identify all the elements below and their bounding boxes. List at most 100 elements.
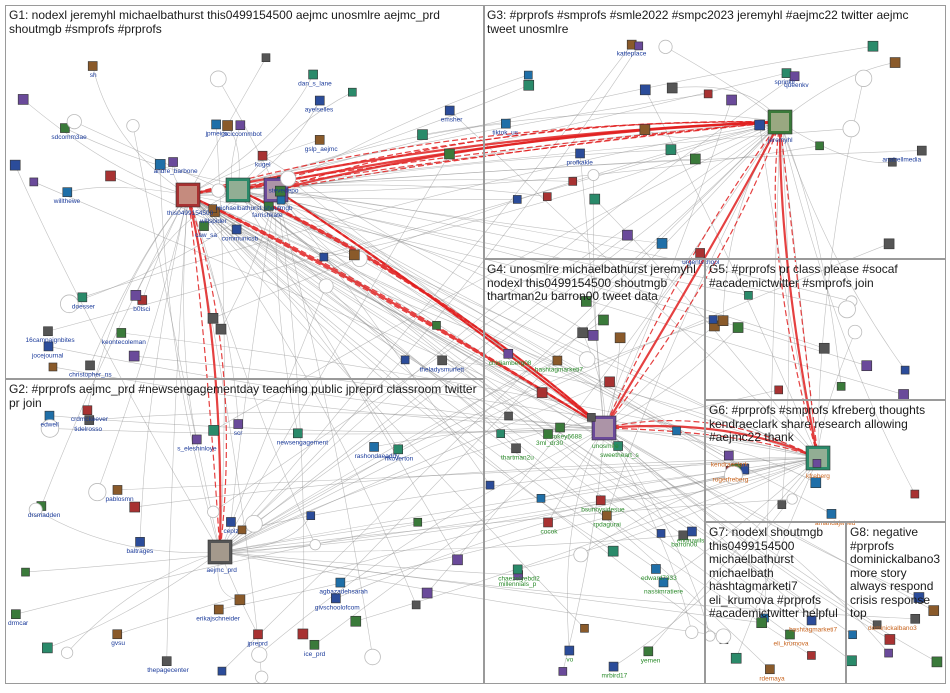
node-avatar[interactable] — [42, 642, 53, 654]
node-avatar[interactable] — [276, 195, 286, 205]
node-avatar[interactable] — [511, 443, 521, 454]
node-avatar[interactable] — [222, 120, 233, 131]
node-avatar[interactable] — [393, 444, 404, 455]
node-avatar[interactable] — [614, 332, 626, 344]
node-avatar[interactable] — [558, 667, 568, 676]
node-avatar[interactable] — [253, 629, 263, 640]
node-avatar[interactable] — [867, 40, 879, 52]
node-avatar[interactable] — [154, 159, 166, 170]
node-avatar[interactable] — [568, 177, 578, 186]
node-avatar[interactable] — [613, 441, 623, 451]
node-avatar[interactable] — [161, 656, 172, 666]
node-avatar[interactable] — [217, 666, 227, 676]
node-avatar[interactable] — [11, 609, 21, 619]
node-avatar[interactable] — [452, 554, 463, 566]
node-placeholder[interactable] — [578, 351, 596, 368]
node-placeholder[interactable] — [724, 465, 743, 485]
node-avatar[interactable] — [309, 639, 320, 650]
node-avatar[interactable] — [319, 252, 329, 262]
node-avatar[interactable] — [607, 545, 619, 557]
node-avatar[interactable] — [931, 656, 943, 668]
node-avatar[interactable] — [207, 312, 219, 324]
node-avatar[interactable] — [883, 238, 895, 250]
node-placeholder[interactable] — [318, 278, 334, 294]
node-avatar[interactable] — [211, 119, 221, 130]
node-avatar[interactable] — [815, 141, 824, 151]
node-avatar[interactable] — [726, 94, 737, 106]
node-avatar[interactable] — [503, 348, 514, 359]
node-placeholder[interactable] — [207, 505, 220, 519]
node-avatar[interactable] — [656, 529, 666, 538]
node-avatar[interactable] — [43, 326, 53, 337]
node-placeholder[interactable] — [126, 119, 140, 133]
node-avatar[interactable] — [872, 620, 882, 630]
node-avatar[interactable] — [552, 355, 563, 366]
node-avatar[interactable] — [595, 495, 606, 506]
node-avatar[interactable] — [744, 290, 753, 300]
node-placeholder[interactable] — [251, 646, 268, 663]
node-placeholder[interactable] — [786, 493, 798, 505]
node-avatar[interactable] — [575, 148, 585, 159]
node-avatar[interactable] — [730, 652, 742, 664]
node-avatar[interactable] — [29, 177, 39, 187]
node-avatar[interactable] — [512, 195, 522, 204]
node-avatar[interactable] — [411, 600, 421, 610]
node-avatar[interactable] — [261, 53, 271, 63]
node-avatar[interactable] — [598, 314, 609, 326]
node-avatar[interactable] — [21, 567, 30, 577]
node-avatar[interactable] — [703, 89, 713, 99]
node-avatar[interactable] — [308, 69, 318, 80]
node-avatar[interactable] — [235, 120, 246, 131]
node-avatar[interactable] — [400, 355, 410, 365]
node-avatar[interactable] — [687, 526, 697, 537]
node-avatar[interactable] — [602, 510, 612, 521]
node-avatar[interactable] — [789, 71, 800, 82]
node-avatar[interactable] — [765, 664, 775, 675]
node-avatar[interactable] — [580, 296, 592, 307]
node-avatar[interactable] — [536, 387, 548, 398]
node-avatar[interactable] — [916, 145, 927, 156]
node-avatar[interactable] — [485, 480, 495, 490]
node-avatar[interactable] — [806, 615, 817, 626]
node-placeholder[interactable] — [209, 70, 227, 88]
node-avatar[interactable] — [60, 123, 70, 133]
node-avatar[interactable] — [910, 613, 921, 624]
node-avatar[interactable] — [523, 79, 535, 91]
node-avatar[interactable] — [643, 646, 654, 657]
node-placeholder[interactable] — [587, 169, 600, 181]
node-avatar[interactable] — [421, 587, 433, 599]
node-avatar[interactable] — [577, 327, 588, 339]
node-avatar[interactable] — [9, 159, 21, 171]
node-placeholder[interactable] — [364, 648, 381, 666]
node-avatar[interactable] — [237, 525, 247, 535]
node-avatar[interactable] — [889, 57, 901, 68]
node-avatar[interactable] — [306, 511, 316, 520]
node-avatar[interactable] — [777, 500, 787, 509]
node-placeholder[interactable] — [28, 502, 43, 517]
node-avatar[interactable] — [48, 362, 58, 372]
node-avatar[interactable] — [564, 645, 575, 656]
node-placeholder[interactable] — [245, 515, 263, 533]
node-avatar[interactable] — [587, 413, 596, 422]
node-avatar[interactable] — [536, 494, 546, 503]
node-avatar[interactable] — [129, 501, 141, 513]
node-avatar[interactable] — [717, 315, 729, 326]
node-avatar[interactable] — [555, 422, 565, 433]
node-avatar[interactable] — [213, 604, 224, 615]
node-avatar[interactable] — [444, 148, 455, 160]
node-avatar[interactable] — [608, 661, 619, 672]
node-avatar[interactable] — [105, 170, 116, 182]
node-avatar[interactable] — [331, 593, 341, 604]
node-avatar[interactable] — [523, 70, 533, 80]
node-avatar[interactable] — [634, 41, 644, 51]
node-avatar[interactable] — [658, 577, 669, 588]
node-placeholder[interactable] — [280, 170, 297, 187]
node-avatar[interactable] — [672, 426, 681, 436]
node-avatar[interactable] — [656, 238, 668, 249]
node-avatar[interactable] — [665, 144, 677, 155]
node-avatar[interactable] — [756, 617, 767, 629]
node-placeholder[interactable] — [40, 419, 60, 438]
node-avatar[interactable] — [928, 605, 940, 616]
node-avatar[interactable] — [785, 629, 795, 640]
node-avatar[interactable] — [85, 360, 95, 371]
